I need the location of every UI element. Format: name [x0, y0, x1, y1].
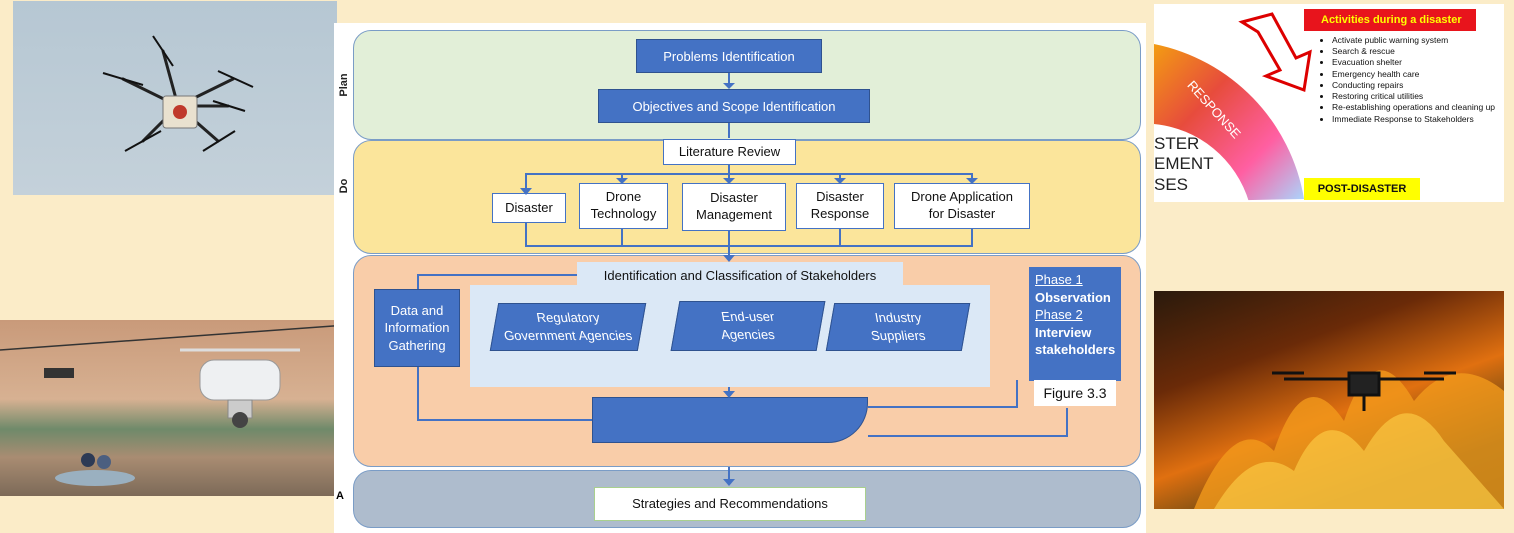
objectives-scope-box: Objectives and Scope Identification	[598, 89, 870, 123]
connector	[525, 173, 527, 193]
list-item: Restoring critical utilities	[1332, 91, 1498, 102]
strategies-box: Strategies and Recommendations	[594, 487, 866, 521]
connector	[839, 229, 841, 246]
connector	[728, 467, 730, 485]
literature-review-box: Literature Review	[663, 139, 796, 165]
phase-2-desc: Interview	[1035, 324, 1092, 340]
connector	[621, 229, 623, 246]
connector	[839, 173, 841, 183]
drone-icon	[1272, 371, 1456, 411]
connector	[728, 173, 730, 183]
connector	[1066, 408, 1068, 437]
stakeholder-title: Identification and Classification of Sta…	[577, 262, 903, 288]
response-wheel	[1154, 12, 1312, 202]
collation-box	[592, 397, 868, 443]
phase-box: Phase 1 Observation Phase 2 Interview st…	[1029, 267, 1121, 381]
post-disaster-badge: POST-DISASTER	[1304, 178, 1420, 200]
connector	[417, 274, 419, 289]
list-item: Emergency health care	[1332, 69, 1498, 80]
down-arrow-icon	[1238, 12, 1312, 93]
list-item: Immediate Response to Stakeholders	[1332, 114, 1498, 125]
connector	[868, 406, 1018, 408]
do-label: Do	[338, 178, 350, 194]
connector	[728, 231, 730, 261]
connector	[971, 173, 973, 183]
connector	[621, 173, 623, 183]
activities-header: Activities during a disaster	[1304, 9, 1476, 31]
connector	[417, 274, 577, 276]
list-item: Evacuation shelter	[1332, 57, 1498, 68]
photo-drone-sky	[13, 1, 337, 195]
phase-2-desc: stakeholders	[1035, 342, 1116, 358]
list-item: Conducting repairs	[1332, 80, 1498, 91]
connector	[417, 419, 592, 421]
partial-heading: STER EMENT SES	[1154, 134, 1214, 194]
topic-disaster: Disaster	[492, 193, 566, 223]
connector	[728, 387, 730, 397]
connector	[525, 245, 973, 247]
photo-drone-flood	[0, 320, 348, 496]
response-graphic: RESPONSE STER EMENT SES Activities durin…	[1154, 4, 1504, 202]
list-item: Search & rescue	[1332, 46, 1498, 57]
list-item: Re-establishing operations and cleaning …	[1332, 102, 1498, 113]
connector	[1016, 380, 1018, 408]
connector	[525, 173, 973, 175]
drone-icon	[180, 348, 300, 428]
connector	[728, 73, 730, 87]
methodology-diagram: Plan Do A Problems Identification Object…	[334, 23, 1146, 533]
phase-2-label: Phase 2	[1035, 307, 1083, 323]
connector	[417, 367, 419, 421]
figure-label: Figure 3.3	[1034, 380, 1116, 406]
photo-drone-wildfire	[1154, 291, 1504, 509]
connector	[728, 123, 730, 138]
activities-list: Activate public warning system Search & …	[1318, 35, 1498, 125]
list-item: Activate public warning system	[1332, 35, 1498, 46]
problems-identification-box: Problems Identification	[636, 39, 822, 73]
phase-1-label: Phase 1	[1035, 272, 1083, 287]
connector	[971, 229, 973, 246]
phase-1-desc: Observation	[1035, 289, 1111, 305]
connector	[868, 435, 1068, 437]
drone-icon	[102, 35, 254, 152]
connector	[728, 165, 730, 173]
plan-label: Plan	[338, 73, 350, 97]
act-label: A	[336, 490, 344, 502]
connector	[525, 223, 527, 246]
